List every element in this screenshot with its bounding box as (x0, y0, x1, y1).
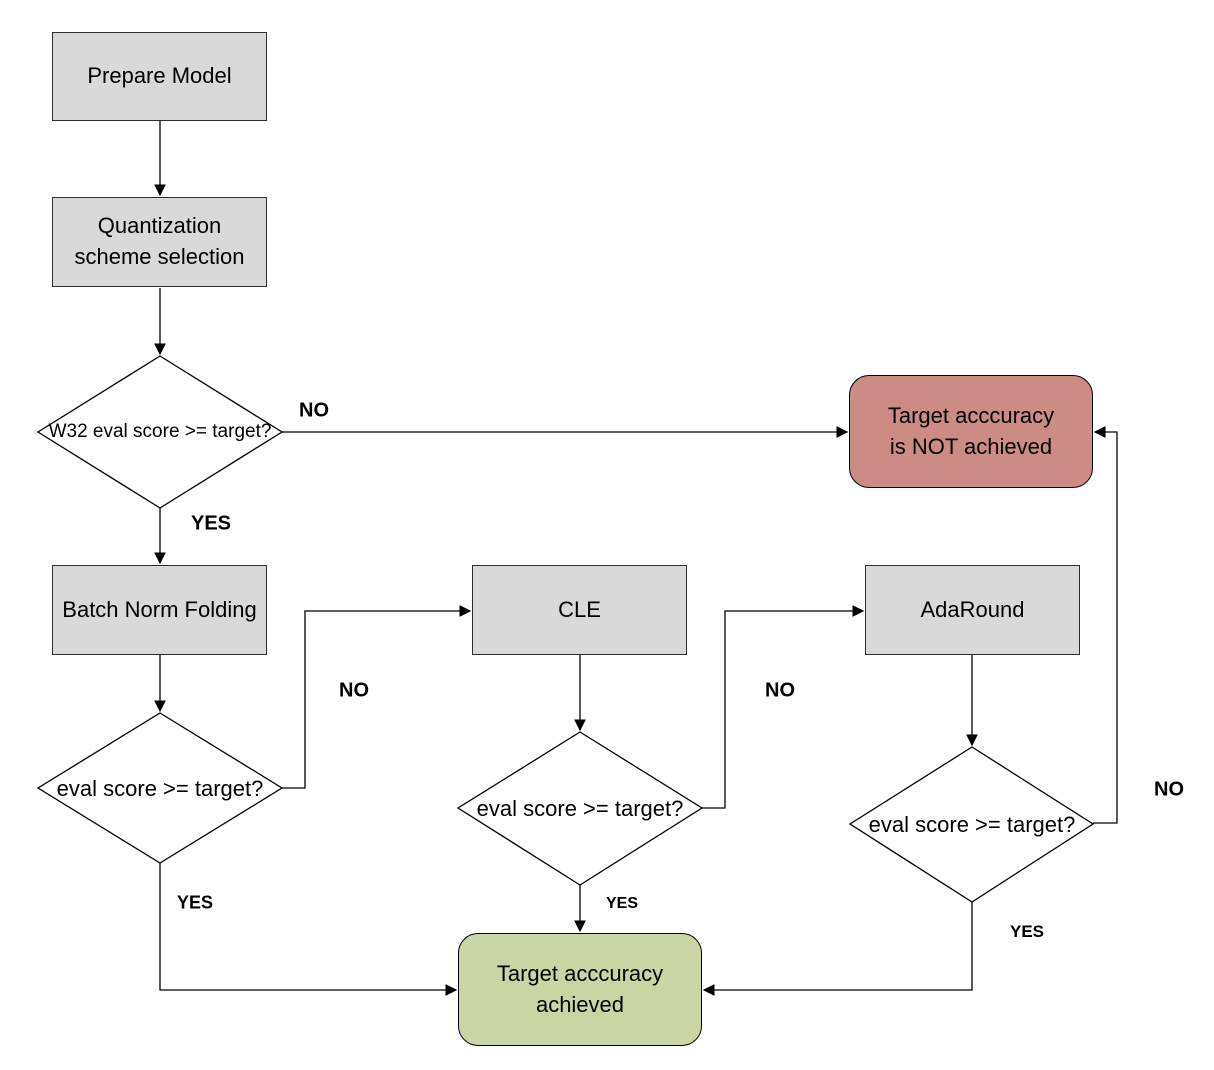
node-target-achieved-label: Target acccuracy achieved (496, 960, 664, 1017)
node-target-not-achieved-label: Target acccuracy is NOT achieved (887, 402, 1055, 459)
edge-label-cle-yes: YES (605, 895, 639, 912)
node-w32-check-label: W32 eval score >= target? (48, 421, 272, 442)
edge-label-w32-no: NO (299, 399, 329, 422)
node-adaround-label: AdaRound (920, 596, 1025, 622)
node-cle-label: CLE (558, 596, 601, 622)
edge-adacheck-no-to-fail (1093, 426, 1118, 824)
node-target-not-achieved: Target acccuracy is NOT achieved (849, 375, 1093, 488)
edge-clecheck-no-to-adaround (702, 605, 865, 809)
node-batch-norm-folding-label: Batch Norm Folding (62, 596, 257, 622)
node-adaround: AdaRound (865, 565, 1080, 655)
edge-label-w32-yes: YES (190, 512, 232, 535)
node-target-achieved: Target acccuracy achieved (458, 933, 702, 1046)
diamond-w32-check (36, 355, 284, 509)
node-adaround-check-label: eval score >= target? (868, 812, 1076, 837)
node-quantization-scheme-label: Quantization scheme selection (74, 213, 245, 269)
edge-bnfcheck-yes-to-success (159, 863, 458, 996)
edge-bnfcheck-no-to-cle (282, 605, 472, 789)
edge-adacheck-yes-to-success (702, 902, 973, 996)
edge-label-adaround-yes: YES (1009, 922, 1045, 941)
node-cle: CLE (472, 565, 687, 655)
node-quantization-scheme: Quantization scheme selection (52, 197, 267, 287)
edge-label-bnf-yes: YES (176, 892, 214, 913)
diamond-adaround-check (848, 746, 1095, 903)
node-cle-check-label: eval score >= target? (476, 796, 684, 821)
node-prepare-model-label: Prepare Model (87, 63, 232, 89)
node-bnf-check-label: eval score >= target? (56, 776, 264, 801)
diamond-bnf-check (36, 712, 284, 864)
edge-label-adaround-no: NO (1154, 778, 1184, 801)
node-batch-norm-folding: Batch Norm Folding (52, 565, 267, 655)
edge-label-cle-no: NO (765, 679, 795, 702)
edge-label-bnf-no: NO (339, 679, 369, 702)
diamond-cle-check (456, 731, 704, 886)
node-prepare-model: Prepare Model (52, 32, 267, 121)
